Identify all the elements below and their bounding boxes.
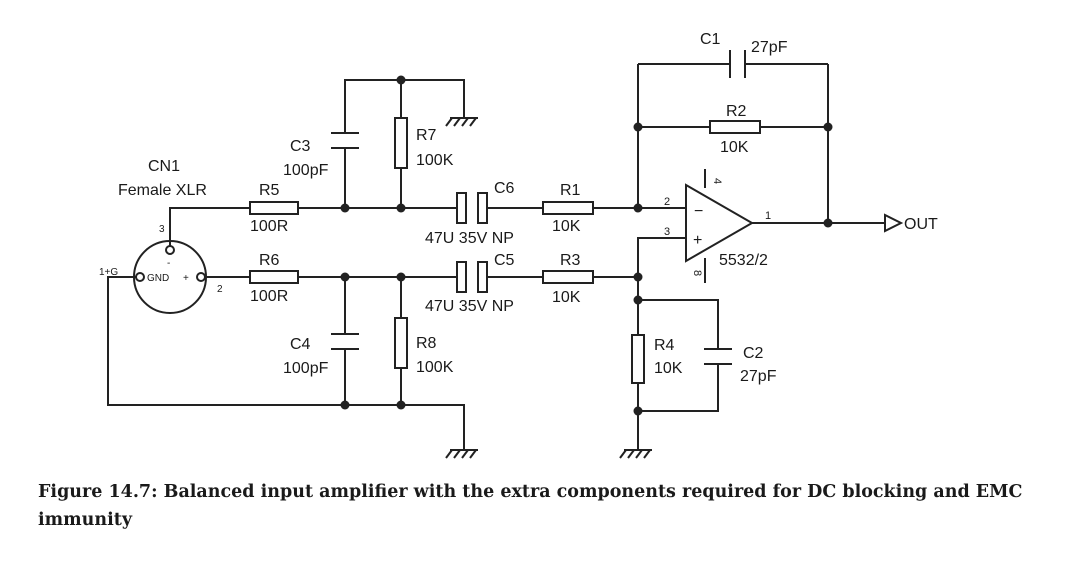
- c2-value: 27pF: [740, 368, 777, 385]
- r1-ref: R1: [560, 182, 581, 199]
- r7-value: 100K: [416, 152, 454, 169]
- c3-ref: C3: [290, 138, 311, 155]
- r3-ref: R3: [560, 252, 581, 269]
- xlr-pin2-label: 2: [217, 284, 223, 295]
- capacitor-c3: [331, 132, 359, 149]
- opamp-pin8: 8: [691, 270, 703, 276]
- resistor-r4: [631, 334, 645, 384]
- capacitor-c5: [456, 261, 488, 293]
- r6-value: 100R: [250, 288, 288, 305]
- resistor-r7: [394, 117, 408, 169]
- xlr-gnd-label: GND: [147, 273, 169, 284]
- c5-value: 47U 35V NP: [425, 298, 514, 315]
- c6-value: 47U 35V NP: [425, 230, 514, 247]
- xlr-plus-label: +: [183, 273, 189, 284]
- capacitor-c2: [704, 348, 732, 365]
- xlr-minus-label: -: [167, 258, 170, 269]
- r2-ref: R2: [726, 103, 747, 120]
- r4-value: 10K: [654, 360, 683, 377]
- c4-ref: C4: [290, 336, 311, 353]
- cn1-name: Female XLR: [118, 182, 207, 199]
- xlr-pin3-label: 3: [159, 224, 165, 235]
- xlr-pin-ground-label: 1+G: [99, 267, 118, 278]
- cn1-ref: CN1: [148, 158, 180, 175]
- ground-symbol-opamp: [619, 449, 652, 459]
- r6-ref: R6: [259, 252, 280, 269]
- circuit-schematic: GND - + 3 2 1+G CN1 Female XLR: [99, 31, 938, 459]
- r1-value: 10K: [552, 218, 581, 235]
- c6-ref: C6: [494, 180, 515, 197]
- r8-value: 100K: [416, 359, 454, 376]
- c1-value: 27pF: [751, 39, 788, 56]
- resistor-r1: [542, 201, 594, 215]
- xlr-connector: GND - + 3 2 1+G CN1 Female XLR: [99, 158, 223, 314]
- r7-ref: R7: [416, 127, 437, 144]
- output-label: OUT: [904, 216, 938, 233]
- c4-value: 100pF: [283, 360, 329, 377]
- opamp-plus-sign: +: [693, 232, 702, 249]
- capacitor-c6: [456, 192, 488, 224]
- resistor-r2: [709, 120, 761, 134]
- r8-ref: R8: [416, 335, 437, 352]
- output-terminal: OUT: [884, 213, 938, 233]
- resistor-r3: [542, 270, 594, 284]
- ground-symbol-input: [445, 449, 478, 459]
- r3-value: 10K: [552, 289, 581, 306]
- r2-value: 10K: [720, 139, 749, 156]
- junction-dots: [340, 75, 833, 416]
- opamp-pin1: 1: [765, 210, 771, 222]
- resistor-r5: [249, 201, 299, 215]
- r5-value: 100R: [250, 218, 288, 235]
- capacitor-c1: [729, 50, 746, 78]
- ground-symbol-top: [445, 117, 478, 127]
- resistor-r8: [394, 317, 408, 369]
- c2-ref: C2: [743, 345, 764, 362]
- figure-caption: Figure 14.7: Balanced input amplifier wi…: [38, 482, 1023, 530]
- opamp-pin3: 3: [664, 226, 670, 238]
- c3-value: 100pF: [283, 162, 329, 179]
- opamp-pin2: 2: [664, 196, 670, 208]
- r5-ref: R5: [259, 182, 280, 199]
- opamp-ref: 5532/2: [719, 252, 768, 269]
- opamp-5532: − + 2 3 1 4 8 5532/2: [664, 178, 771, 276]
- r4-ref: R4: [654, 337, 675, 354]
- opamp-pin4: 4: [711, 178, 723, 184]
- c1-ref: C1: [700, 31, 721, 48]
- c5-ref: C5: [494, 252, 515, 269]
- capacitor-c4: [331, 333, 359, 350]
- resistor-r6: [249, 270, 299, 284]
- opamp-minus-sign: −: [694, 203, 703, 220]
